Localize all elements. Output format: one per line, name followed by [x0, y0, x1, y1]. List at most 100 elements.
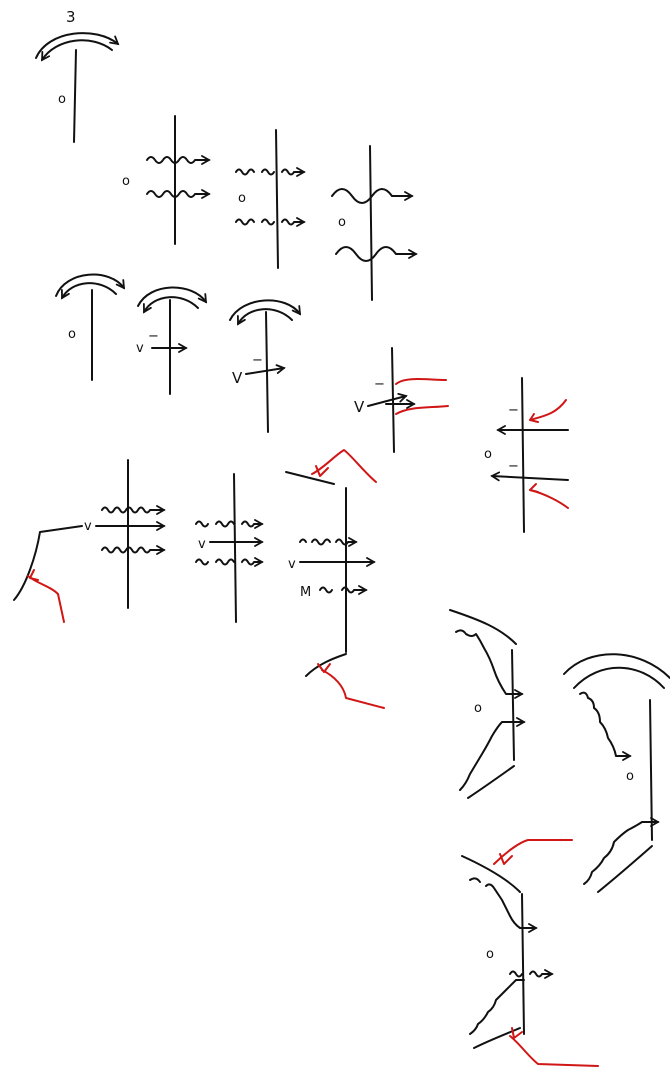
- cell-outline: [579, 691, 632, 761]
- sketch-group-row2-c: V −: [229, 299, 302, 433]
- cell-outline: [473, 1027, 521, 1049]
- arrow: [367, 393, 408, 407]
- figure-number: 3: [66, 8, 76, 26]
- vee-label: V: [354, 398, 365, 416]
- cell-outline: [583, 817, 660, 885]
- wavy-arrow: [101, 505, 166, 515]
- red-branch: [27, 575, 65, 623]
- wavy-arrow: [146, 155, 211, 165]
- membrane-line: [649, 699, 653, 841]
- sketch-group-row2-e: − − o: [484, 377, 569, 533]
- wavy-arrow: [235, 170, 304, 175]
- cell-outline: [449, 609, 517, 645]
- minus-label: −: [508, 403, 519, 418]
- zero-label: o: [626, 769, 634, 784]
- minus-label: −: [374, 377, 385, 392]
- membrane-line: [369, 145, 373, 301]
- wavy-arrow: [331, 188, 414, 204]
- red-branch: [509, 1035, 599, 1067]
- red-branch: [499, 853, 513, 865]
- membrane-line: [265, 311, 269, 433]
- cell-outline: [467, 765, 515, 799]
- red-branch: [29, 569, 39, 581]
- red-branch: [511, 1027, 523, 1039]
- red-branch: [529, 413, 539, 423]
- curved-arrow: [137, 286, 208, 307]
- red-branch: [529, 489, 569, 509]
- zero-label: o: [68, 327, 76, 342]
- red-branch: [321, 669, 385, 709]
- cell-outline: [459, 717, 526, 791]
- zero-label: o: [122, 174, 130, 189]
- minus-label: −: [148, 329, 159, 344]
- sketch-group-wavy-1: o: [122, 115, 211, 245]
- sketch-group-wavy-2: o: [235, 129, 304, 269]
- vee-label: v: [136, 341, 144, 356]
- cell-outline: [305, 653, 347, 677]
- vee-label: v: [84, 519, 92, 534]
- zero-label: o: [474, 701, 482, 716]
- wavy-arrow: [101, 545, 166, 555]
- zero-label: o: [58, 92, 66, 107]
- vee-label: v: [198, 537, 206, 552]
- vee-label: v: [288, 557, 296, 572]
- sketch-group-wavy-3: o: [331, 145, 418, 301]
- wavy-arrow: [335, 246, 418, 262]
- vee-label: V: [232, 369, 243, 387]
- wavy-arrow: [299, 540, 356, 545]
- sketch-group-lower-b: o: [563, 653, 670, 893]
- cell-outline: [455, 629, 524, 699]
- minus-label: −: [252, 353, 263, 368]
- cell-outline: [285, 471, 335, 485]
- curved-arrow: [35, 32, 120, 59]
- cell-outline: [13, 525, 83, 601]
- curved-arrow-return: [237, 308, 293, 326]
- sketch-group-row2-d: V −: [354, 347, 449, 453]
- zero-label: o: [484, 447, 492, 462]
- wavy-arrow: [509, 972, 552, 977]
- cell-outline: [469, 877, 536, 928]
- red-branch: [395, 405, 449, 415]
- zero-label: o: [238, 191, 246, 206]
- sketch-group-lower-c: o: [461, 839, 599, 1067]
- curved-arrow: [563, 653, 670, 679]
- cell-outline: [469, 979, 525, 1035]
- red-branch: [529, 483, 539, 493]
- red-branch: [317, 663, 331, 673]
- sketch-group-top-left: 3 o: [35, 8, 120, 143]
- curved-arrow-return: [41, 39, 113, 62]
- sketch-group-row3-a: v: [13, 459, 166, 623]
- arrow: [490, 471, 569, 482]
- cell-outline: [597, 845, 653, 893]
- zero-label: o: [486, 947, 494, 962]
- wavy-arrow: [195, 522, 262, 527]
- minus-label: −: [508, 459, 519, 474]
- arrow: [245, 364, 286, 375]
- red-branch: [311, 449, 377, 483]
- curved-arrow: [55, 273, 126, 297]
- wavy-arrow: [146, 189, 211, 199]
- wavy-arrow: [319, 588, 366, 593]
- membrane-line: [521, 893, 525, 1035]
- red-branch: [493, 839, 573, 865]
- sketch-group-row3-b: v: [195, 473, 262, 623]
- membrane-line: [511, 649, 515, 761]
- sketch-group-row3-c: v M: [285, 449, 385, 709]
- sketch-group-row2-a: o: [55, 273, 126, 381]
- red-branch: [529, 399, 567, 421]
- membrane-line: [73, 49, 77, 143]
- red-branch: [395, 378, 447, 385]
- wavy-arrow: [235, 220, 304, 225]
- curved-arrow-return: [61, 282, 117, 300]
- wavy-arrow: [195, 560, 262, 565]
- zero-label: o: [338, 215, 346, 230]
- curved-arrow-return: [573, 666, 665, 689]
- cell-outline: [461, 855, 521, 893]
- sketch-group-lower-a: o: [449, 609, 526, 799]
- membrane-line: [275, 129, 279, 269]
- curved-arrow: [229, 299, 302, 321]
- red-branch: [315, 465, 329, 477]
- em-label: M: [300, 585, 311, 600]
- membrane-line: [233, 473, 237, 623]
- membrane-line: [521, 377, 525, 533]
